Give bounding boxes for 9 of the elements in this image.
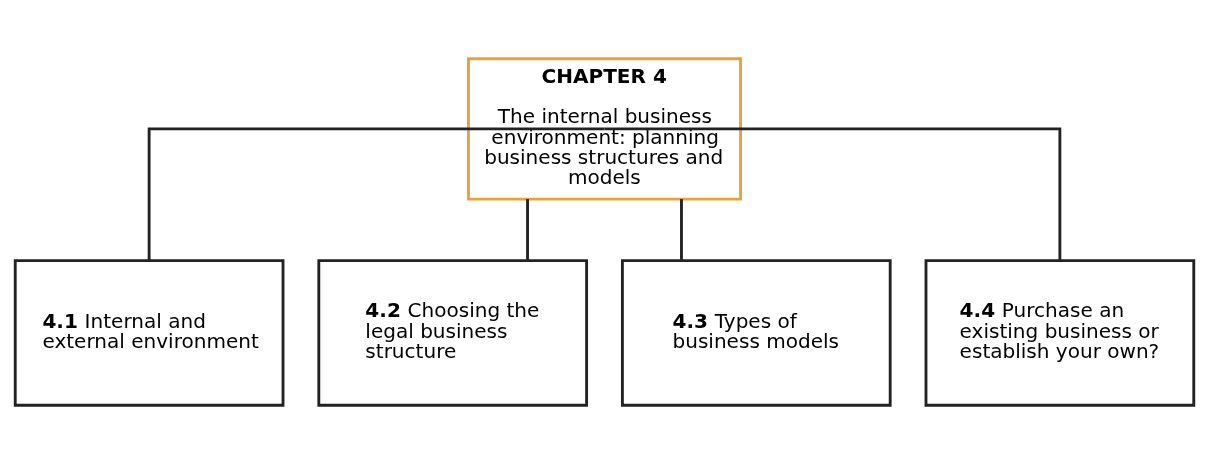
connector	[147, 126, 605, 260]
node-box: CHAPTER 4 The internal business environment: planning business structures and models	[467, 56, 742, 200]
node-box: 4.1 Internal and external environment	[13, 258, 285, 407]
node-box: 4.4 Purchase an existing business or establish your own?	[924, 258, 1196, 407]
node-box: 4.3 Types of business models	[620, 258, 892, 407]
connector	[526, 198, 529, 260]
node-box: 4.2 Choosing the legal business structure	[317, 258, 589, 407]
connector	[680, 198, 683, 260]
connector	[604, 126, 1062, 260]
